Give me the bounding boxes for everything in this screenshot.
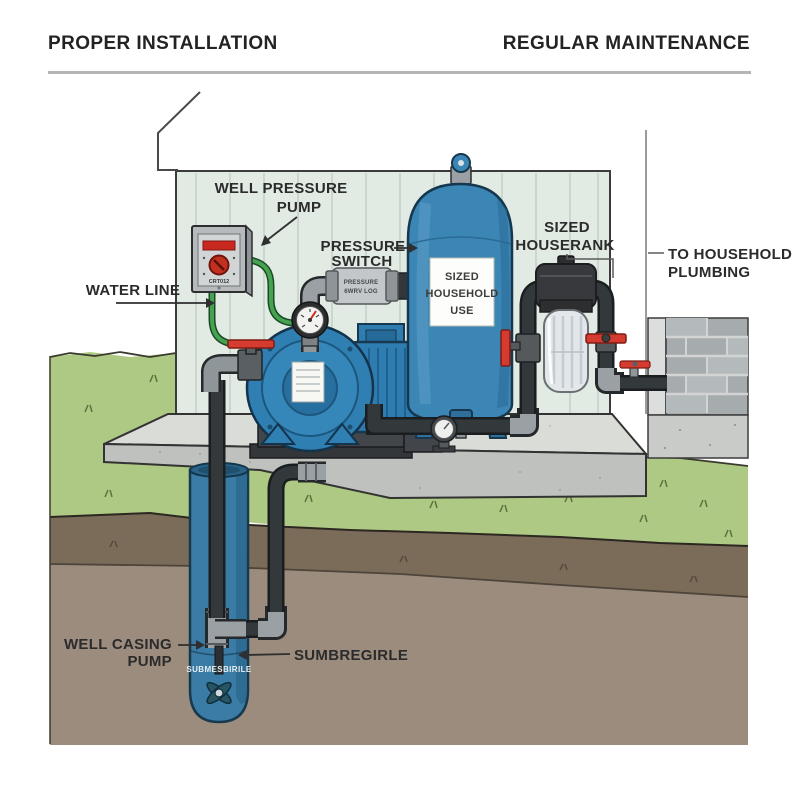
pump-spec-card	[291, 361, 325, 403]
pump-control-box: CRT012	[191, 224, 253, 298]
callout-text: WELL CASING	[64, 636, 172, 653]
pad-gauge	[430, 415, 458, 453]
filter-valve-left	[500, 329, 541, 367]
callout-text: PLUMBING	[668, 264, 750, 281]
tank-label-card	[429, 257, 495, 327]
submersible-drop-pipe	[214, 645, 224, 675]
section-title-proper-installation: PROPER INSTALLATION	[48, 33, 278, 54]
section-title-regular-maintenance: REGULAR MAINTENANCE	[502, 33, 750, 54]
pad-pipe	[365, 404, 539, 437]
foundation	[647, 414, 749, 459]
control-box-text: CRT012	[209, 279, 229, 285]
arrowhead	[261, 235, 271, 246]
well-casing-text: SUBMESBIRILE	[186, 665, 252, 674]
pump-volute	[245, 323, 375, 453]
pressure-switch-text-2: 6WRV LOG	[344, 289, 378, 295]
callout-submersible: SUMBREGIRLE	[238, 647, 408, 664]
callout-well-pressure-pump: WELL PRESSURE PUMP	[215, 180, 348, 246]
callout-text: PRESSURE	[321, 238, 406, 255]
water-filter-assembly	[500, 255, 667, 414]
tank-label-line1: SIZED	[445, 271, 479, 283]
callout-text: TO HOUSEHOLD	[668, 246, 792, 263]
submersible-pump-propeller	[206, 681, 232, 705]
arrowhead	[206, 298, 215, 308]
brick-wall	[647, 317, 749, 416]
outlet-mini-valve	[619, 360, 651, 378]
callout-pressure-switch: PRESSURE SWITCH	[321, 238, 418, 270]
arrowhead	[238, 650, 247, 660]
leader-line	[566, 254, 614, 278]
well-riser-pipe	[240, 461, 326, 640]
pressure-switch-text-1: PRESSURE	[344, 280, 379, 286]
callout-text: SIZED	[544, 219, 590, 236]
pressure-switch-housing	[331, 267, 393, 305]
tank-label-line3: USE	[450, 305, 474, 317]
callout-text: SUMBREGIRLE	[294, 647, 408, 664]
arrowhead	[196, 640, 205, 650]
callout-text: PUMP	[277, 199, 322, 216]
callout-well-casing-pump: WELL CASING PUMP	[64, 636, 205, 670]
filter-valve-right	[585, 331, 627, 353]
pump-gauge-assembly	[291, 276, 336, 352]
callout-text: HOUSERANK	[515, 237, 614, 254]
callout-water-line: WATER LINE	[86, 282, 215, 308]
callout-text: WELL PRESSURE	[215, 180, 348, 197]
header-divider	[48, 71, 751, 74]
pump-inlet-piping	[201, 339, 275, 392]
arrowhead	[409, 243, 418, 253]
control-box-red-bar	[202, 240, 236, 251]
callout-text: PUMP	[127, 653, 172, 670]
tank-label-line2: HOUSEHOLD	[426, 288, 499, 300]
roof-outline	[157, 91, 201, 171]
callout-to-household-plumbing: TO HOUSEHOLD PLUMBING	[648, 246, 792, 281]
callout-sized-house-tank: SIZED HOUSERANK	[515, 219, 614, 278]
callout-text: WATER LINE	[86, 282, 180, 299]
inlet-valve-handle	[227, 339, 275, 349]
pressure-tank: SIZED HOUSEHOLD USE	[406, 153, 514, 439]
callout-text: SWITCH	[332, 253, 393, 270]
pressure-switch-device: PRESSURE 6WRV LOG	[325, 267, 415, 305]
filter-housing	[535, 255, 597, 393]
